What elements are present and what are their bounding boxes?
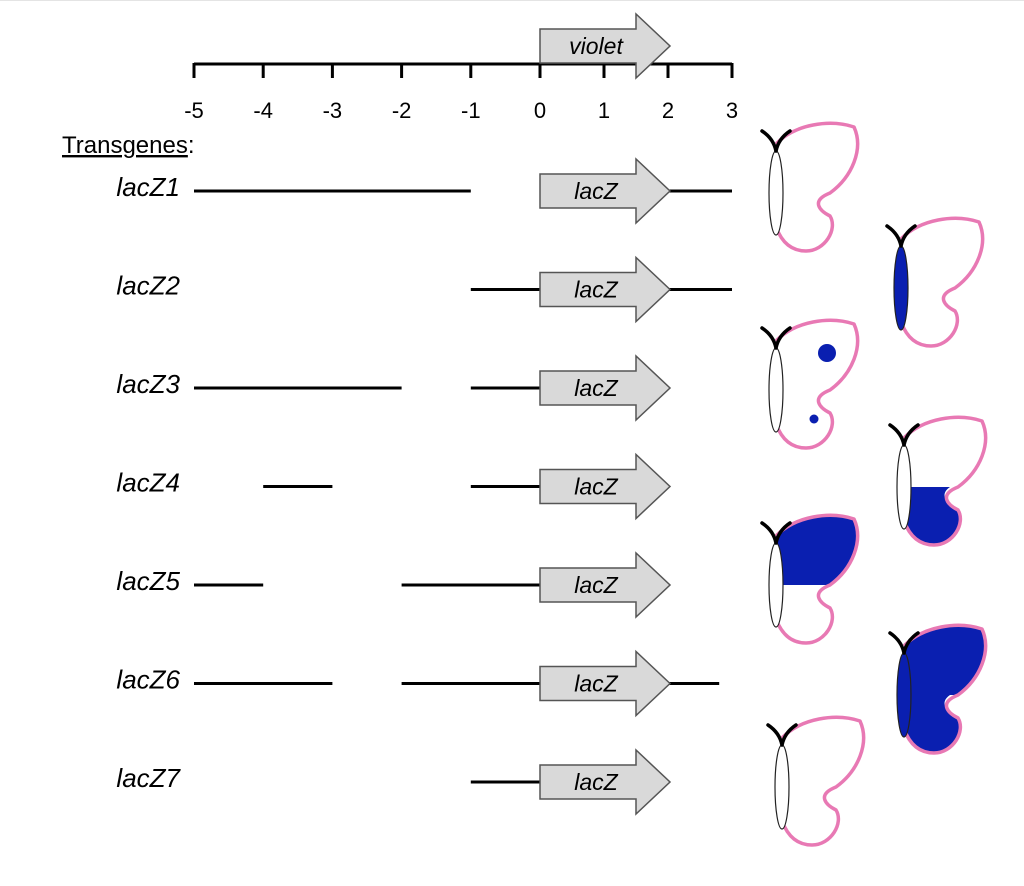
butterfly-body [896,652,912,738]
butterfly-icon [760,318,860,450]
butterfly-body [768,542,784,628]
transgene-name: lacZ6 [116,665,180,695]
transgene-name: lacZ4 [116,468,180,498]
butterfly-wing-outline [780,715,866,847]
arrow-shape [539,157,672,225]
stain-spot [818,344,836,362]
butterfly-antennae [760,129,792,153]
butterfly-wing-outline [774,318,860,450]
butterfly-upper-wing [904,625,986,695]
arrow-shape [539,354,672,422]
butterfly-body [896,444,912,530]
axis-tick-label: -5 [184,98,204,123]
butterfly-icon [885,216,985,348]
transgene-row: lacZ5 lacZ [116,551,672,619]
butterfly-antennae [766,723,798,747]
butterfly-phenotypes [760,121,988,847]
butterfly-upper-wing [904,417,986,487]
butterfly-body [768,150,784,236]
butterfly-icon [760,513,860,645]
arrow-label: lacZ [574,474,618,500]
coordinate-axis: -5 -4 -3 -2 -1 0 1 2 3 violet [184,12,738,123]
butterfly-upper-wing [776,123,858,193]
transgenes-heading: Transgenes: [62,132,195,159]
arrow-shape [539,748,672,816]
transgene-row: lacZ1 lacZ [116,157,732,225]
lacz-reporter-arrow: lacZ [539,354,672,422]
axis-tick-label: -4 [253,98,273,123]
transgene-row: lacZ4 lacZ [116,452,672,521]
violet-gene-arrow: violet [539,12,672,80]
butterfly-wing-outline [774,121,860,253]
butterfly-antennae [888,423,920,447]
butterfly-upper-wing [901,218,983,288]
arrow-shape [539,649,672,718]
arrow-label: violet [569,33,624,59]
axis-tick-label: 3 [726,98,738,123]
transgene-name: lacZ7 [116,763,181,793]
arrow-shape [539,12,672,80]
butterfly-antennae [760,326,792,350]
axis-tick-label: -1 [461,98,481,123]
transgene-row: lacZ3 lacZ [116,354,672,422]
axis-tick-label: 2 [662,98,674,123]
axis-tick-label: 1 [598,98,610,123]
arrow-label: lacZ [574,375,618,401]
arrow-shape [539,551,672,619]
butterfly-antennae [760,521,792,545]
butterfly-antennae [885,224,917,248]
arrow-label: lacZ [574,572,618,598]
butterfly-body [893,245,909,331]
stain-spot [809,414,819,424]
transgene-name: lacZ2 [116,271,180,301]
butterfly-icon [888,415,988,547]
butterfly-icon [888,623,988,755]
arrow-label: lacZ [574,769,618,795]
arrow-shape [539,452,672,521]
arrow-label: lacZ [574,178,618,204]
arrow-label: lacZ [574,671,618,697]
butterfly-wing-outline [899,216,985,348]
transgene-name: lacZ5 [116,566,180,596]
lacz-reporter-arrow: lacZ [539,551,672,619]
transgenes-heading-text: Transgenes [62,132,188,159]
butterfly-wing-outline [902,415,988,547]
butterfly-wing-outline [774,513,860,645]
lacz-reporter-arrow: lacZ [539,255,672,324]
butterfly-upper-wing [776,515,858,585]
lacz-reporter-arrow: lacZ [539,748,672,816]
butterfly-body [774,744,790,830]
arrow-label: lacZ [574,277,618,303]
arrow-shape [539,255,672,324]
butterfly-upper-wing [776,320,858,390]
lacz-reporter-arrow: lacZ [539,157,672,225]
transgenes-heading-colon: : [188,132,195,159]
transgene-name: lacZ3 [116,369,180,399]
transgene-row: lacZ7 lacZ [116,748,672,816]
axis-tick-label: -3 [323,98,343,123]
lacz-reporter-arrow: lacZ [539,649,672,718]
butterfly-body [768,347,784,433]
transgene-row: lacZ6 lacZ [116,649,720,718]
butterfly-antennae [888,631,920,655]
transgene-row: lacZ2 lacZ [116,255,732,324]
butterfly-icon [760,121,860,253]
transgene-name: lacZ1 [116,172,180,202]
butterfly-upper-wing [782,717,864,787]
butterfly-icon [766,715,866,847]
butterfly-wing-outline [902,623,988,755]
axis-tick-label: -2 [392,98,412,123]
axis-tick-label: 0 [534,98,546,123]
lacz-reporter-arrow: lacZ [539,452,672,521]
